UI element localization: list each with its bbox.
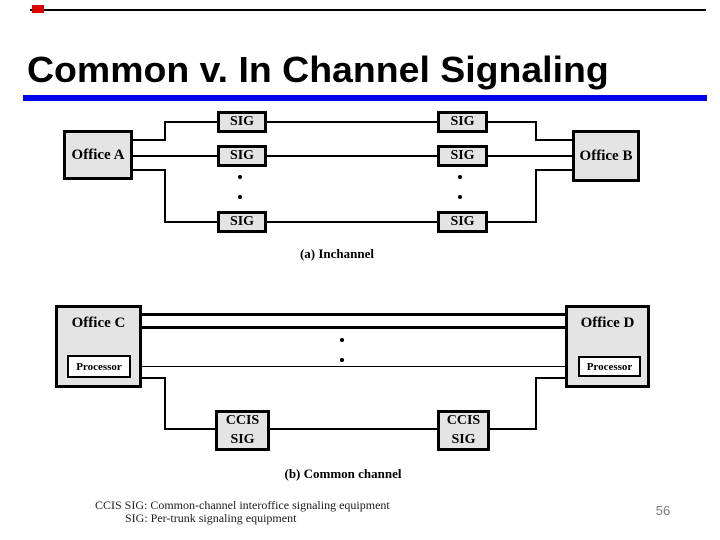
connector-line: [535, 139, 573, 141]
connector-line: [490, 428, 537, 430]
sig-box: SIG: [217, 145, 267, 167]
ccis-label-line1: CCIS: [446, 413, 481, 429]
processor-box: Processor: [578, 356, 641, 377]
connector-line: [133, 139, 166, 141]
ccis-sig-box: CCIS SIG: [215, 410, 270, 451]
inchannel-caption: (a) Inchannel: [299, 246, 375, 261]
footnote-line-1: CCIS SIG: Common-channel interoffice sig…: [95, 498, 390, 512]
sig-box: SIG: [437, 145, 488, 167]
ellipsis-dot: [340, 358, 344, 362]
sig-label: SIG: [229, 114, 255, 129]
footnote-line-2: SIG: Per-trunk signaling equipment: [125, 511, 297, 525]
office-b-label: Office B: [579, 147, 633, 164]
connector-line: [488, 121, 537, 123]
connector-line: [164, 377, 166, 430]
connector-line: [165, 121, 217, 123]
office-a-label: Office A: [71, 146, 125, 163]
connector-line: [535, 377, 565, 379]
connector-line: [267, 221, 437, 223]
connector-line: [270, 428, 437, 430]
connector-line: [164, 169, 166, 223]
sig-label: SIG: [229, 214, 255, 229]
processor-label: Processor: [76, 360, 122, 373]
connector-line: [267, 121, 437, 123]
connector-line: [133, 155, 217, 157]
connector-line: [535, 377, 537, 430]
title-underline-rule: [23, 95, 707, 101]
page-title: Common v. In Channel Signaling: [27, 49, 609, 90]
connector-line: [142, 377, 166, 379]
sig-label: SIG: [450, 214, 475, 229]
sig-label: SIG: [229, 148, 255, 163]
connector-line: [488, 221, 537, 223]
trunk-line: [142, 313, 565, 316]
sig-box: SIG: [217, 211, 267, 233]
sig-box: SIG: [217, 111, 267, 133]
ccis-label-line2: SIG: [451, 431, 476, 447]
ellipsis-dot: [458, 195, 462, 199]
ccis-sig-box: CCIS SIG: [437, 410, 490, 451]
ellipsis-dot: [238, 175, 242, 179]
office-d-label: Office D: [580, 315, 635, 331]
office-d-box: Office D Processor: [565, 305, 650, 388]
top-decoration-rule: [30, 9, 706, 11]
ellipsis-dot: [238, 195, 242, 199]
connector-line: [488, 155, 573, 157]
office-c-box: Office C Processor: [55, 305, 142, 388]
page-number: 56: [655, 503, 671, 518]
ellipsis-dot: [458, 175, 462, 179]
connector-line: [133, 169, 166, 171]
processor-box: Processor: [67, 355, 131, 378]
trunk-line: [142, 326, 565, 329]
red-accent-square: [32, 5, 44, 13]
sig-box: SIG: [437, 211, 488, 233]
ccis-label-line2: SIG: [230, 431, 255, 447]
connector-line: [165, 221, 217, 223]
connector-line: [535, 169, 537, 223]
connector-line: [535, 169, 573, 171]
connector-line: [164, 121, 166, 141]
office-b-box: Office B: [572, 130, 640, 182]
sig-label: SIG: [450, 114, 475, 129]
ccis-label-line1: CCIS: [225, 413, 260, 429]
office-a-box: Office A: [63, 130, 133, 180]
sig-label: SIG: [450, 148, 475, 163]
connector-line: [164, 428, 215, 430]
office-c-label: Office C: [71, 315, 126, 331]
connector-line: [535, 121, 537, 141]
common-channel-caption: (b) Common channel: [284, 466, 402, 481]
processor-label: Processor: [586, 360, 633, 373]
sig-box: SIG: [437, 111, 488, 133]
processor-link-line: [142, 366, 565, 367]
ellipsis-dot: [340, 338, 344, 342]
connector-line: [267, 155, 437, 157]
